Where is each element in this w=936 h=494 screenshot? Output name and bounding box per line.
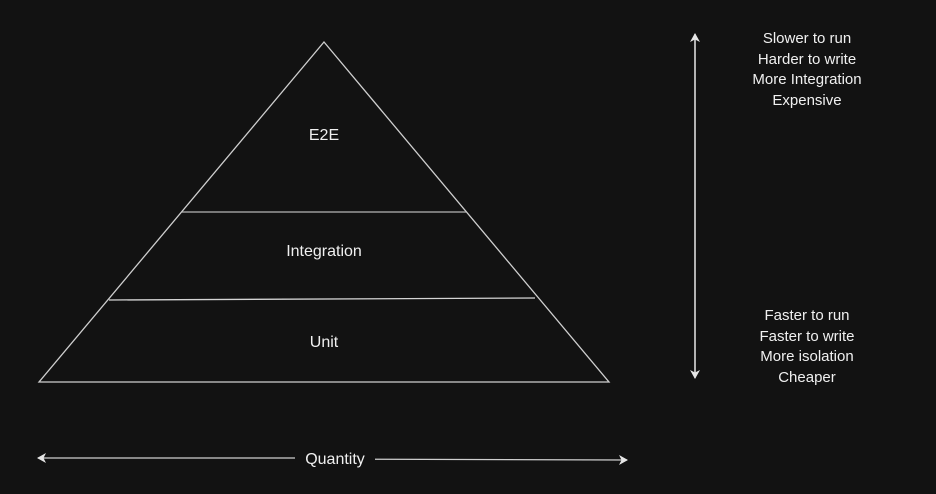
pyramid-outline — [37, 40, 611, 383]
top-note: More Integration — [752, 71, 862, 88]
top-notes: Slower to run Harder to write More Integ… — [707, 29, 907, 111]
bottom-note: More isolation — [760, 348, 854, 365]
bottom-notes: Faster to run Faster to write More isola… — [707, 306, 907, 388]
top-note: Slower to run — [762, 30, 852, 47]
layer-label-integration: Integration — [286, 243, 362, 260]
bottom-note: Faster to run — [764, 307, 850, 324]
bottom-note: Cheaper — [778, 368, 836, 386]
quantity-label: Quantity — [295, 450, 375, 470]
pyramid-divider-bottom — [108, 297, 536, 301]
layer-label-e2e: E2E — [308, 127, 340, 144]
bottom-note: Faster to write — [759, 327, 855, 345]
top-note: Expensive — [772, 91, 842, 109]
top-note: Harder to write — [757, 50, 857, 68]
layer-label-unit: Unit — [309, 334, 339, 351]
